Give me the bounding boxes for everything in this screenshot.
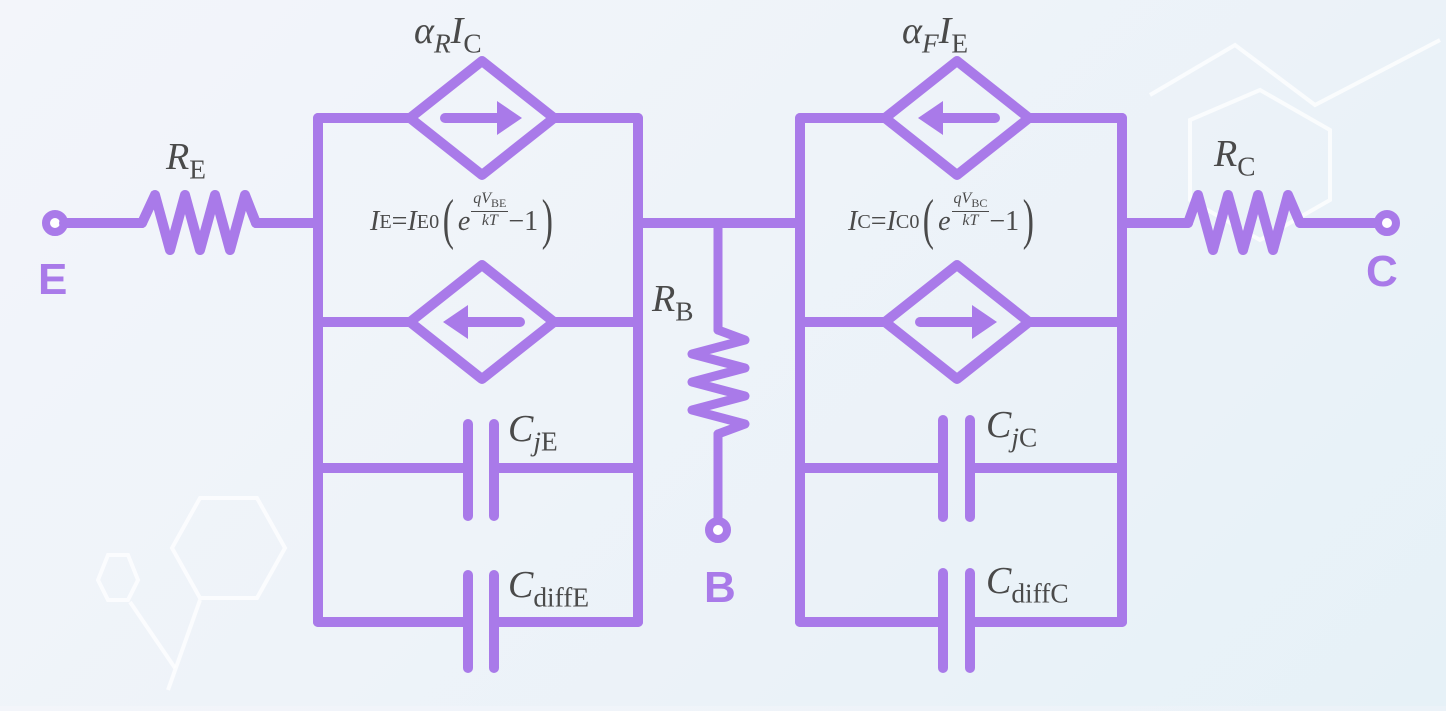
sub-italic: j: [533, 426, 541, 457]
symbol: C: [986, 404, 1012, 446]
diode-source-emitter-diamond: [405, 260, 559, 384]
exponent-fraction: qVBE kT: [471, 190, 509, 229]
subscript: E: [540, 426, 558, 457]
alpha-sub: F: [921, 28, 939, 59]
exp-base: e: [457, 206, 471, 237]
exp-num-sub: BE: [491, 196, 507, 211]
coef: I: [407, 206, 417, 237]
arrow-left-icon: [918, 101, 943, 135]
minus-one: −1: [989, 206, 1020, 237]
symbol: C: [508, 564, 534, 606]
subscript: C: [1018, 422, 1038, 453]
current: I: [450, 10, 464, 52]
equals: =: [870, 206, 887, 237]
emitter-resistor-label: RE: [166, 138, 206, 184]
exponent-fraction: qVBC kT: [951, 190, 990, 229]
exp-den: kT: [481, 211, 498, 229]
cjc-label: CjC: [986, 406, 1037, 452]
symbol: R: [652, 278, 676, 320]
close-paren: ): [541, 189, 554, 251]
open-paren: (: [442, 189, 455, 251]
controlled-source-alphaR-diamond: [405, 56, 559, 180]
collector-terminal[interactable]: [1374, 210, 1400, 236]
equals: =: [391, 206, 408, 237]
collector-node-label: C: [1366, 247, 1398, 296]
subscript: diffE: [533, 582, 590, 613]
arrow-right-icon: [497, 101, 522, 135]
collector-resistor: [1183, 190, 1305, 255]
lhs: I: [848, 206, 858, 237]
subscript: B: [675, 296, 694, 327]
cdiffc-label: CdiffC: [986, 562, 1069, 608]
current-sub: E: [951, 28, 969, 59]
close-paren: ): [1022, 189, 1035, 251]
exp-num-sub: BC: [971, 196, 988, 211]
current-sub: C: [463, 28, 482, 59]
exp-den: kT: [962, 211, 979, 229]
coef: I: [886, 206, 896, 237]
alpha-sub: R: [433, 28, 451, 59]
symbol: C: [986, 560, 1012, 602]
base-branch: [633, 218, 805, 543]
current: I: [938, 10, 952, 52]
lhs-sub: E: [379, 210, 392, 233]
lhs: I: [370, 206, 380, 237]
background-hexagons: [95, 38, 1441, 691]
controlled-source-alphaF-diamond: [880, 56, 1034, 180]
base-terminal[interactable]: [705, 517, 731, 543]
emitter-node-label: E: [38, 255, 68, 304]
symbol: R: [166, 136, 190, 178]
exp-base: e: [938, 206, 951, 237]
coef-sub: E0: [416, 210, 440, 233]
diode-source-collector-diamond: [880, 260, 1034, 384]
subscript: diffC: [1011, 578, 1069, 609]
coef-sub: C0: [895, 210, 920, 233]
symbol: R: [1214, 133, 1238, 175]
base-resistor: [687, 325, 750, 439]
symbol: C: [508, 408, 534, 450]
alpha: α: [414, 10, 434, 52]
open-paren: (: [923, 189, 935, 251]
exp-num: qV: [473, 190, 492, 208]
exp-num: qV: [953, 190, 972, 208]
subscript: E: [189, 154, 206, 185]
lhs-sub: C: [857, 210, 871, 233]
base-resistor-label: RB: [652, 280, 693, 326]
arrow-left-icon: [443, 305, 468, 339]
collector-branch: [1117, 190, 1400, 255]
minus-one: −1: [508, 206, 539, 237]
collector-resistor-label: RC: [1214, 135, 1255, 181]
alphaR-IC-label: αRIC: [414, 12, 482, 58]
subscript: C: [1237, 151, 1256, 182]
alphaF-IE-label: αFIE: [902, 12, 968, 58]
emitter-block: [313, 56, 643, 673]
alpha: α: [902, 10, 922, 52]
emitter-resistor: [137, 190, 261, 255]
cje-label: CjE: [508, 410, 558, 456]
cdiffe-label: CdiffE: [508, 566, 589, 612]
base-node-label: B: [704, 563, 736, 612]
sub-italic: j: [1011, 422, 1019, 453]
collector-block: [795, 56, 1127, 673]
emitter-branch: [42, 190, 323, 255]
arrow-right-icon: [972, 305, 997, 339]
